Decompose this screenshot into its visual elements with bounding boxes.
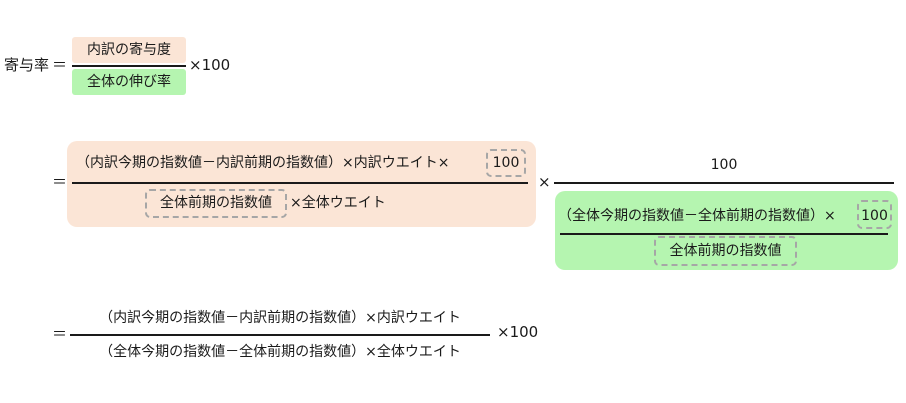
- right-fraction-highlight: [555, 191, 898, 270]
- dashed-box: [857, 200, 892, 229]
- fraction-numerator: （内訳今期の指数値－内訳前期の指数値）×内訳ウエイト: [99, 310, 461, 326]
- right-inner-numerator-100: 100: [861, 208, 888, 224]
- right-inner-numerator-text: （全体今期の指数値－全体前期の指数値）×: [558, 208, 836, 224]
- equals-sign: ＝: [52, 56, 68, 74]
- fraction-bar: [72, 182, 528, 184]
- fraction-denominator: （全体今期の指数値－全体前期の指数値）×全体ウエイト: [99, 344, 461, 360]
- fraction-bar: [70, 334, 490, 336]
- dashed-box: [654, 236, 797, 266]
- numerator-highlight: [72, 37, 186, 63]
- right-numerator: 100: [710, 157, 738, 173]
- multiplier: ×100: [189, 56, 231, 74]
- left-denominator-text: 全体前期の指数値: [160, 195, 272, 211]
- left-denominator-weight: ×全体ウエイト: [290, 195, 386, 211]
- fraction-bar: [560, 233, 888, 235]
- contribution-rate-label: 寄与率: [4, 56, 50, 74]
- multiplier: ×100: [497, 323, 539, 341]
- fraction-bar: [554, 182, 894, 184]
- dashed-box: [486, 149, 526, 177]
- fraction-bar: [72, 65, 186, 67]
- equals-sign: ＝: [52, 325, 68, 343]
- right-inner-denominator: 全体前期の指数値: [669, 243, 782, 259]
- fraction-denominator: 全体の伸び率: [87, 74, 171, 90]
- left-numerator-100: 100: [492, 155, 520, 171]
- left-numerator-text: （内訳今期の指数値－内訳前期の指数値）×内訳ウエイト×: [76, 155, 450, 171]
- denominator-highlight: [72, 69, 186, 95]
- equals-sign: ＝: [52, 173, 68, 191]
- fraction-numerator: 内訳の寄与度: [87, 42, 171, 58]
- dashed-box: [145, 189, 287, 218]
- times-sign: ×: [538, 173, 551, 191]
